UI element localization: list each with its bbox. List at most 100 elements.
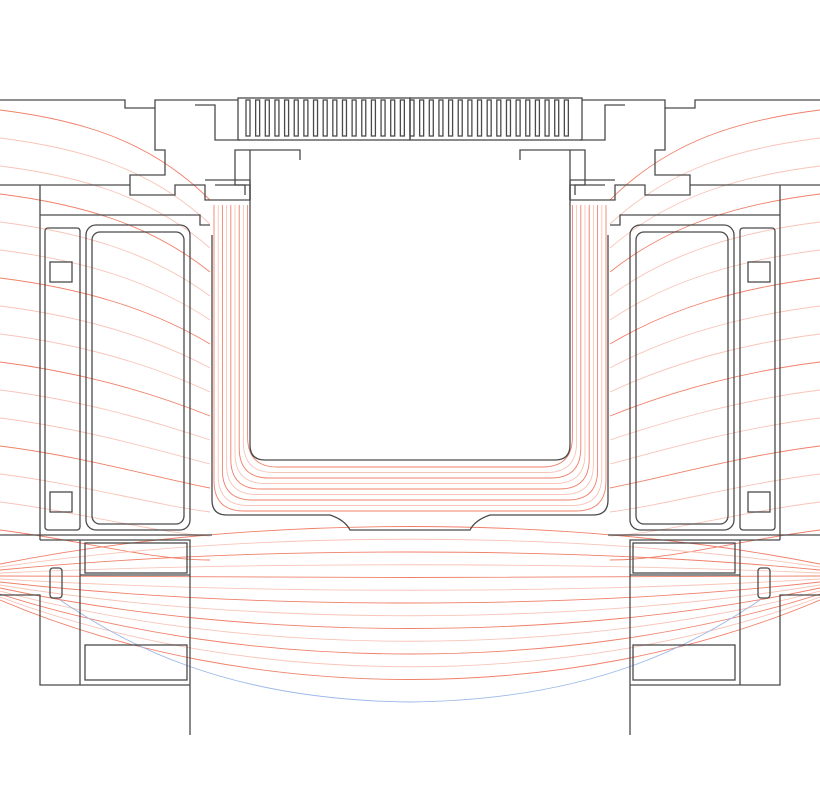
isotherm-left [0,389,211,441]
outer-frame-wall [0,184,210,540]
fin [322,99,328,137]
isotherm-lines [0,109,820,703]
fin [447,99,454,137]
isotherm-u-channel [238,205,582,479]
fin [399,99,406,137]
bottom-chamber-upper [84,542,188,574]
isotherm-right [609,137,820,225]
isotherm-right [609,305,820,369]
isotherm-bottom [0,590,820,642]
fin [428,99,434,137]
fin [341,99,348,137]
frame-profile-outline [0,97,820,736]
fin [303,99,309,137]
isotherm-bottom [0,584,820,617]
fin [254,99,261,137]
isotherm-left [0,109,211,201]
isotherm-right [609,193,820,273]
sash-profile-top [129,108,301,201]
bottom-chamber-lower [84,644,188,681]
left-chamber-slot-bottom [49,491,73,513]
fin [409,99,415,137]
isotherm-left [0,333,211,393]
isotherm-bottom [0,538,820,568]
isotherm-right [609,109,820,201]
isotherm-left [0,445,211,489]
fin [554,99,560,137]
left-chamber-narrow [44,227,81,531]
isotherm-right [609,249,820,321]
isotherm-left [0,221,211,297]
isotherm-left [0,473,211,513]
isotherm-cold-boundary [59,599,761,703]
isotherm-bottom [0,587,820,629]
fin [274,99,280,137]
isotherm-bottom [0,578,820,591]
fin [563,99,570,137]
frame-profile-left-half [0,97,411,735]
isotherm-bottom [0,551,820,571]
top-frame-edge [0,99,238,109]
isotherm-bottom [0,564,820,574]
fin [293,99,299,137]
isotherm-left [0,305,211,369]
isotherm-u-channel [213,205,607,512]
isotherm-right [609,417,820,465]
isotherm-left [0,165,211,249]
left-chamber-wide-inner [91,231,185,525]
isotherm-bottom [0,526,820,565]
isotherm-right [609,473,820,513]
isotherm-right [609,445,820,489]
bottom-frame [0,534,212,735]
fin [361,99,367,137]
fin [534,99,541,137]
fin [418,99,425,137]
fin [380,99,386,137]
fin-block [237,97,411,141]
u-channel-left-wall [249,150,410,461]
fin [544,99,550,137]
fin [496,99,502,137]
isotherm-right [609,277,820,345]
isotherm-right [609,361,820,417]
fin [332,99,338,137]
isotherm-right [609,501,820,537]
isotherm-u-channel [226,205,594,495]
fin [312,99,319,137]
u-channel-outer [211,235,410,531]
fin [264,99,270,137]
fin [486,99,492,137]
isotherm-bottom [0,581,820,604]
isotherm-right [609,221,820,297]
fin [390,99,396,137]
fin [245,99,251,137]
isotherm-bottom [0,599,820,680]
fin [525,99,531,137]
isotherm-left [0,137,211,225]
frame-profile-right-half [409,97,820,736]
fin [505,99,512,137]
fin [438,99,444,137]
isotherm-left [0,277,211,345]
isotherm-u-channel [247,205,573,468]
fin [457,99,463,137]
isotherm-u-channel [234,205,586,484]
fin [515,99,521,137]
isotherm-bottom [0,575,820,578]
left-chamber-slot-top [49,261,73,283]
heat-sink-fins [245,99,570,137]
left-chamber-wide [85,224,191,531]
isotherm-u-channel [242,205,578,473]
fin [351,99,357,137]
fin [467,99,473,137]
isotherm-u-channel [217,205,603,506]
isotherm-right [609,389,820,441]
isotherm-u-channel [221,205,599,501]
isotherm-bottom [0,593,820,655]
isotherm-right [609,165,820,249]
fin [283,99,290,137]
isotherm-left [0,361,211,417]
fin [370,99,377,137]
isotherm-left [0,501,211,537]
